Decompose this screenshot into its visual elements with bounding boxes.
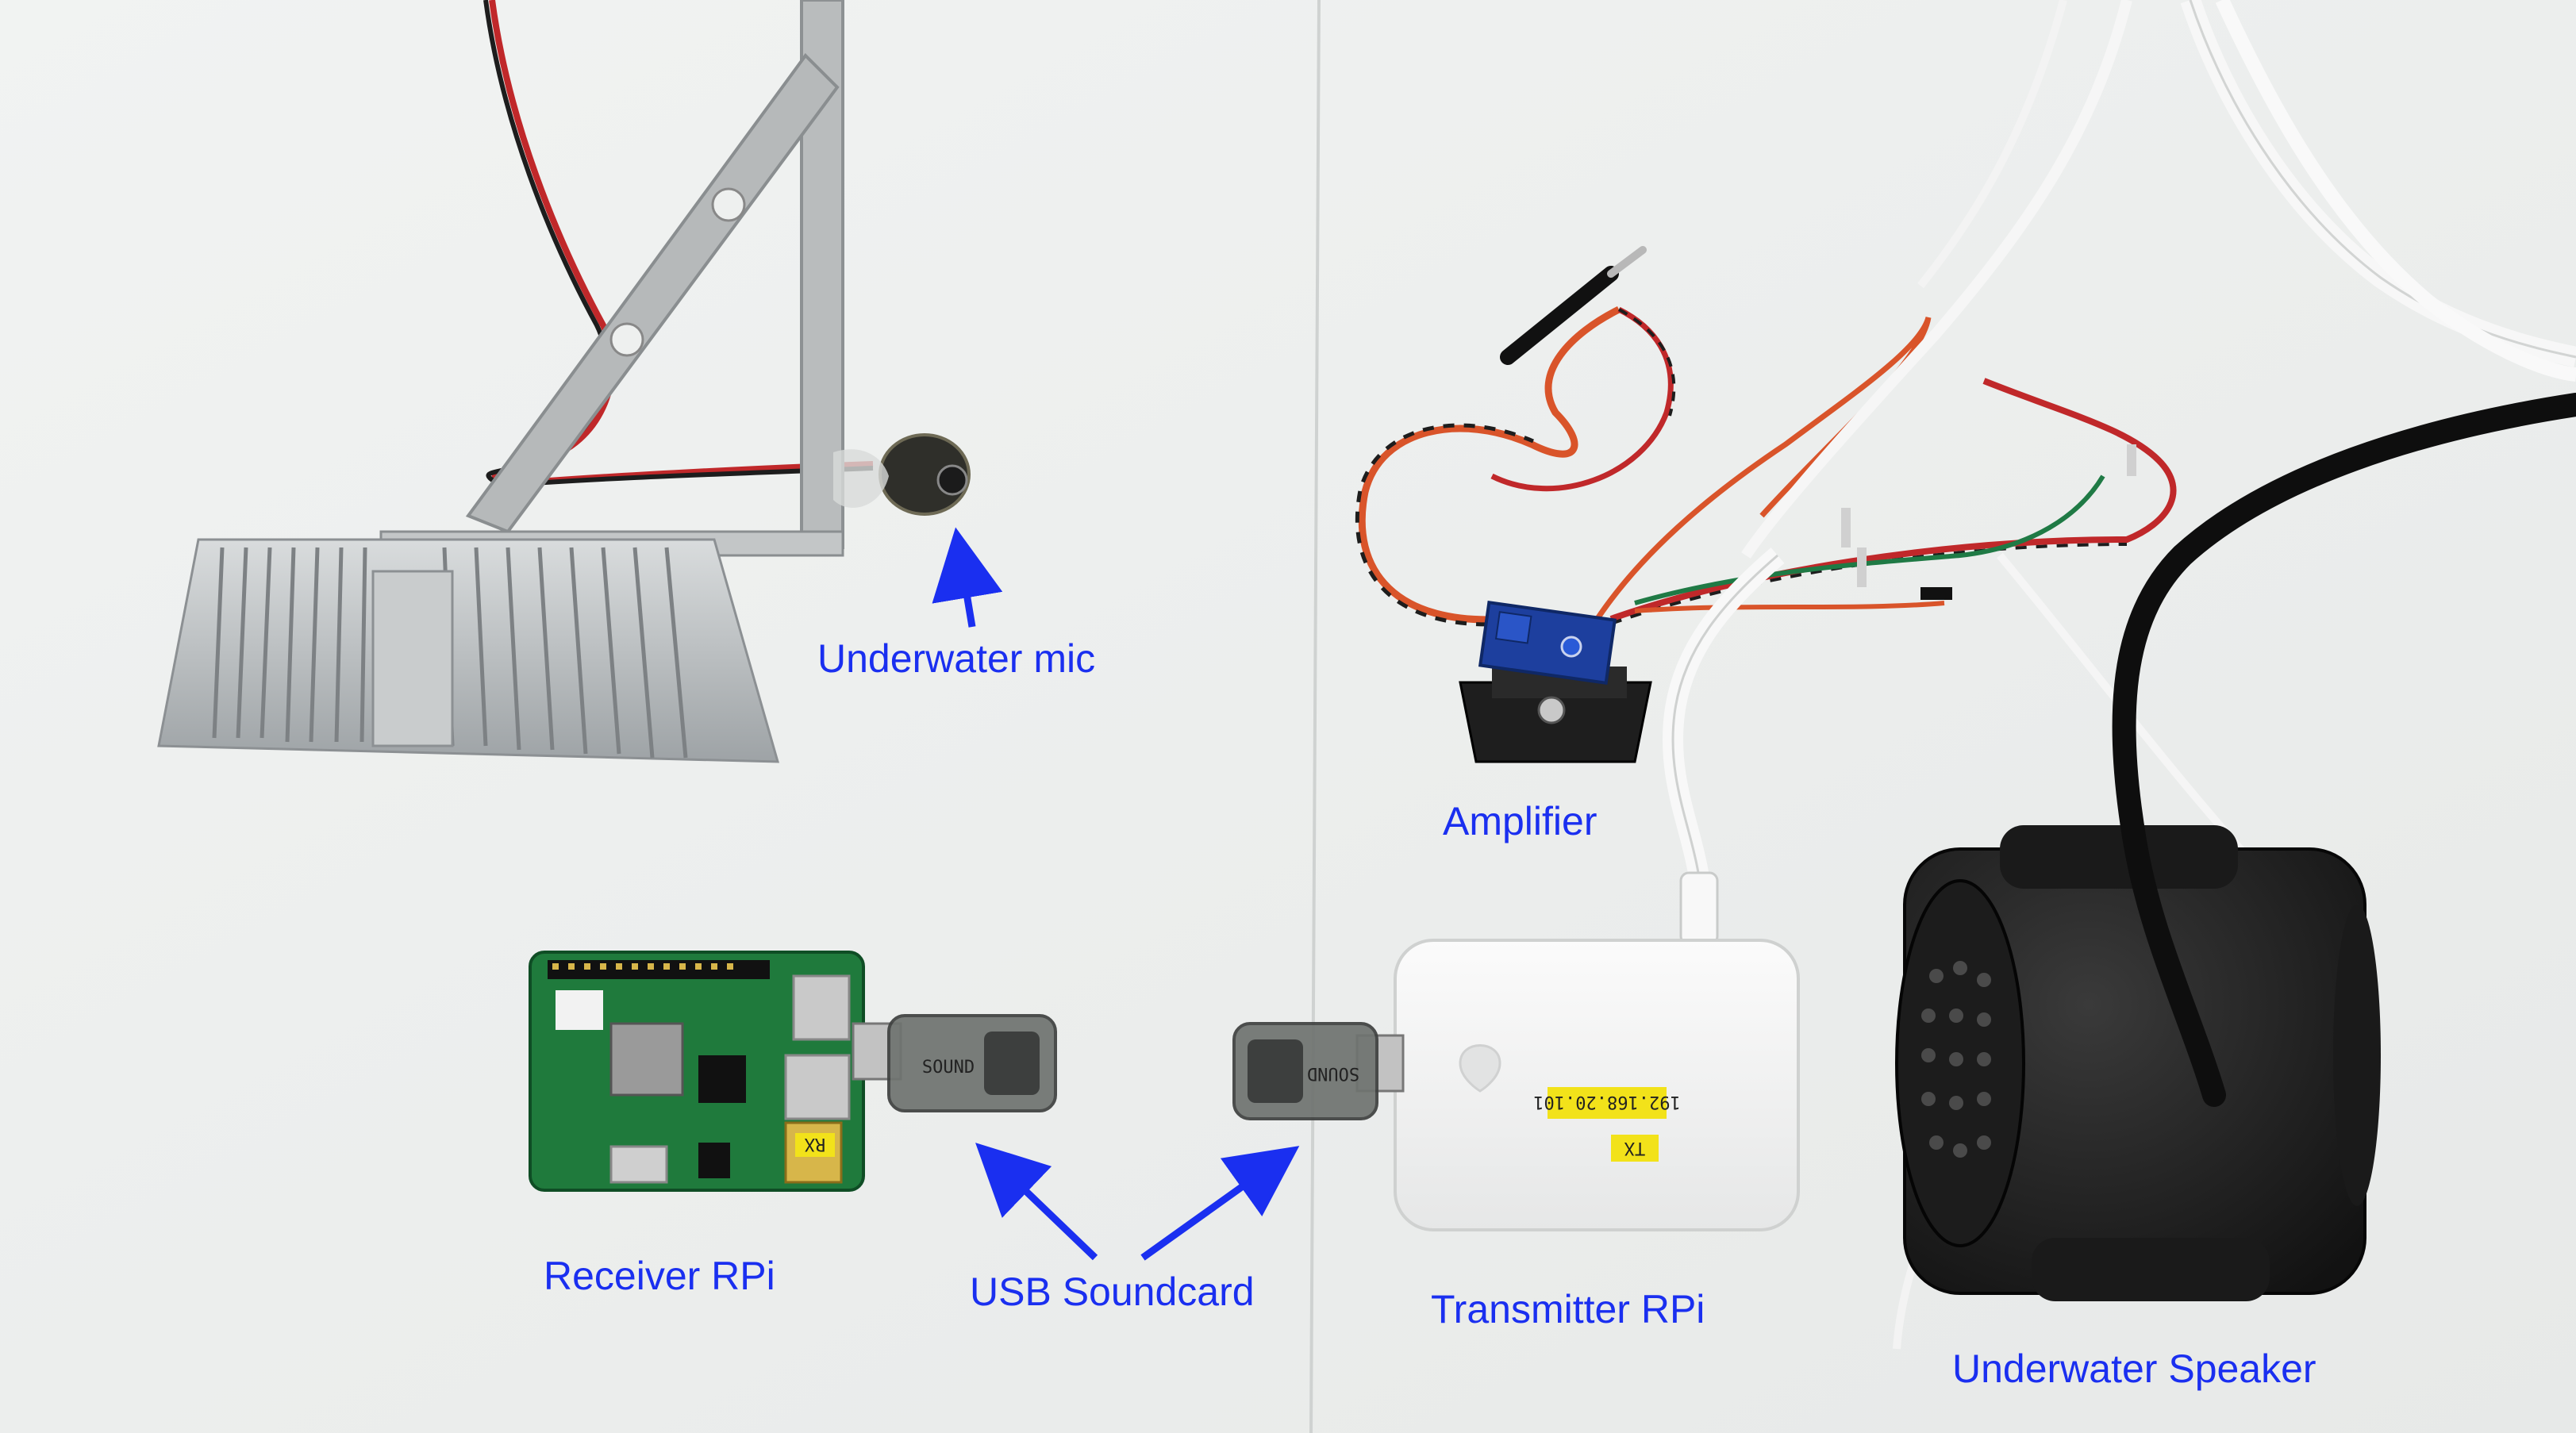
rx-sticker-text: RX — [804, 1134, 825, 1154]
mic-arrow — [932, 527, 1003, 628]
heatsink — [157, 538, 780, 763]
receiver-soundcard-print: SOUND — [922, 1058, 975, 1078]
annotation-labels: Underwater mic Amplifier Receiver RPi US… — [544, 636, 2316, 1391]
rx-sticker: RX — [795, 1133, 835, 1157]
label-underwater-speaker: Underwater Speaker — [1952, 1347, 2316, 1391]
mic-mount-assembly — [157, 0, 971, 763]
soundcard-arrow-right — [1140, 1146, 1300, 1261]
raspberry-logo — [1459, 1044, 1501, 1093]
annotation-arrows — [932, 527, 1300, 1261]
amp-wire-loop — [1358, 305, 1621, 624]
label-amplifier: Amplifier — [1443, 799, 1597, 843]
label-transmitter-rpi: Transmitter RPi — [1431, 1287, 1705, 1331]
underwater-mic-device — [833, 433, 971, 516]
label-underwater-mic: Underwater mic — [817, 636, 1095, 681]
receiver-usb-soundcard: SOUND — [852, 1014, 1057, 1112]
transmitter-soundcard-print: SOUND — [1307, 1063, 1359, 1083]
table-seam — [1309, 0, 1321, 1433]
ip-sticker: 192.168.20.101 — [1533, 1087, 1681, 1119]
audio-jack-cable — [1500, 266, 1619, 365]
label-receiver-rpi: Receiver RPi — [544, 1254, 775, 1298]
receiver-rpi-board: RX SOUND — [529, 951, 1057, 1192]
speaker-cable — [2112, 393, 2576, 1107]
transmitter-usb-soundcard: SOUND — [1232, 1022, 1405, 1120]
ip-sticker-text: 192.168.20.101 — [1533, 1092, 1680, 1112]
transmitter-rpi-case: 192.168.20.101 TX SOUND — [1232, 939, 1800, 1231]
underwater-speaker-device — [1895, 393, 2576, 1301]
label-usb-soundcard: USB Soundcard — [970, 1270, 1255, 1314]
amplifier-assembly — [1355, 246, 2177, 763]
soundcard-arrow-left — [975, 1143, 1098, 1261]
tx-sticker: TX — [1611, 1135, 1659, 1162]
tx-sticker-text: TX — [1624, 1138, 1645, 1158]
